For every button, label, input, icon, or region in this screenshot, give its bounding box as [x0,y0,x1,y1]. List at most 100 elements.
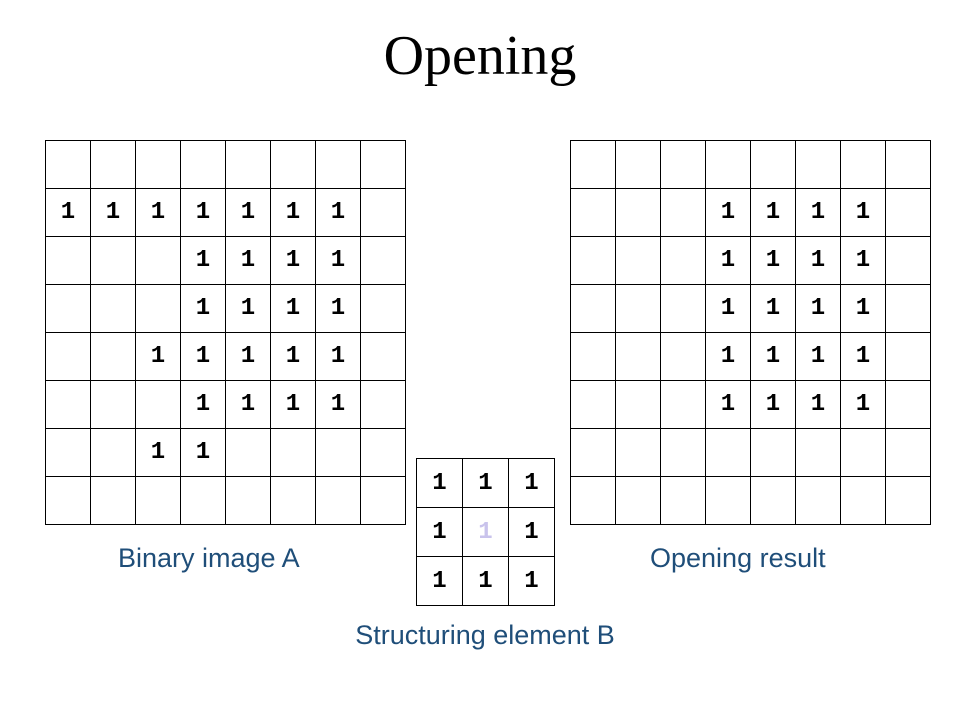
binary-image-a-cell [45,140,91,189]
opening-result-cell: 1 [705,332,751,381]
binary-image-a-cell: 1 [45,188,91,237]
opening-result-cell [885,476,931,525]
opening-result-cell [615,140,661,189]
binary-image-a-cell [225,140,271,189]
binary-image-a-cell [360,476,406,525]
structuring-element-b-cell: 1 [462,556,509,606]
binary-image-a-cell [360,140,406,189]
binary-image-a-cell [270,140,316,189]
opening-result-cell [660,236,706,285]
opening-result-cell: 1 [840,332,886,381]
binary-image-a-cell: 1 [135,332,181,381]
binary-image-a-cell [315,140,361,189]
opening-result-cell: 1 [750,236,796,285]
opening-result-cell [615,284,661,333]
binary-image-a-cell: 1 [180,332,226,381]
opening-result-cell [750,140,796,189]
opening-result-cell [570,188,616,237]
opening-result-cell [885,140,931,189]
structuring-element-b-cell: 1 [416,458,463,508]
opening-result-cell: 1 [705,284,751,333]
binary-image-a-cell [225,428,271,477]
structuring-element-b-cell: 1 [462,458,509,508]
opening-result-cell [615,332,661,381]
binary-image-a-cell: 1 [315,332,361,381]
opening-result-cell [615,380,661,429]
binary-image-a-row [45,140,406,189]
binary-image-a-cell [360,380,406,429]
binary-image-a-cell [45,236,91,285]
binary-image-a-cell: 1 [180,428,226,477]
opening-result-cell: 1 [795,380,841,429]
opening-result-cell [615,188,661,237]
structuring-element-b-caption: Structuring element B [355,620,615,650]
opening-result-cell [705,476,751,525]
binary-image-a-cell [360,284,406,333]
binary-image-a-caption: Binary image A [118,543,300,573]
opening-result-cell [795,476,841,525]
structuring-element-b-cell: 1 [416,507,463,557]
opening-result-cell: 1 [705,380,751,429]
opening-result-cell: 1 [795,332,841,381]
opening-result-cell [660,476,706,525]
binary-image-a-cell: 1 [225,236,271,285]
structuring-element-b-cell: 1 [508,507,555,557]
binary-image-a-cell [135,380,181,429]
opening-result-cell: 1 [795,188,841,237]
opening-result-caption: Opening result [650,543,826,573]
binary-image-a-cell [360,236,406,285]
binary-image-a-cell: 1 [180,380,226,429]
binary-image-a-cell [90,380,136,429]
binary-image-a-cell [270,428,316,477]
opening-result-cell: 1 [840,380,886,429]
opening-result-cell [660,332,706,381]
opening-result-cell [885,332,931,381]
binary-image-a-cell [45,332,91,381]
opening-result-cell: 1 [840,188,886,237]
binary-image-a-cell [360,428,406,477]
binary-image-a-cell [45,428,91,477]
binary-image-a-cell [225,476,271,525]
opening-result-cell: 1 [750,284,796,333]
binary-image-a-cell [135,476,181,525]
opening-result-cell [660,140,706,189]
opening-result-cell [795,428,841,477]
opening-result-cell [570,380,616,429]
opening-result-row [570,428,931,477]
opening-result-cell [570,140,616,189]
binary-image-a-row [45,476,406,525]
binary-image-a-cell [135,236,181,285]
binary-image-a-cell [270,476,316,525]
opening-result-row [570,476,931,525]
opening-result-cell [615,428,661,477]
binary-image-a-cell [180,476,226,525]
opening-result-cell [885,284,931,333]
binary-image-a-cell: 1 [135,188,181,237]
binary-image-a-cell: 1 [315,284,361,333]
opening-result-cell: 1 [795,284,841,333]
opening-result-cell [840,140,886,189]
opening-result-cell [660,188,706,237]
binary-image-a-cell [315,476,361,525]
opening-result-cell [615,236,661,285]
opening-result-cell [615,476,661,525]
binary-image-a-cell [45,380,91,429]
opening-result-cell [570,236,616,285]
binary-image-a-cell [315,428,361,477]
binary-image-a-cell [90,236,136,285]
binary-image-a-cell [45,476,91,525]
binary-image-a-cell: 1 [180,188,226,237]
opening-result-cell [885,428,931,477]
binary-image-a-cell [90,428,136,477]
opening-result-cell [705,140,751,189]
